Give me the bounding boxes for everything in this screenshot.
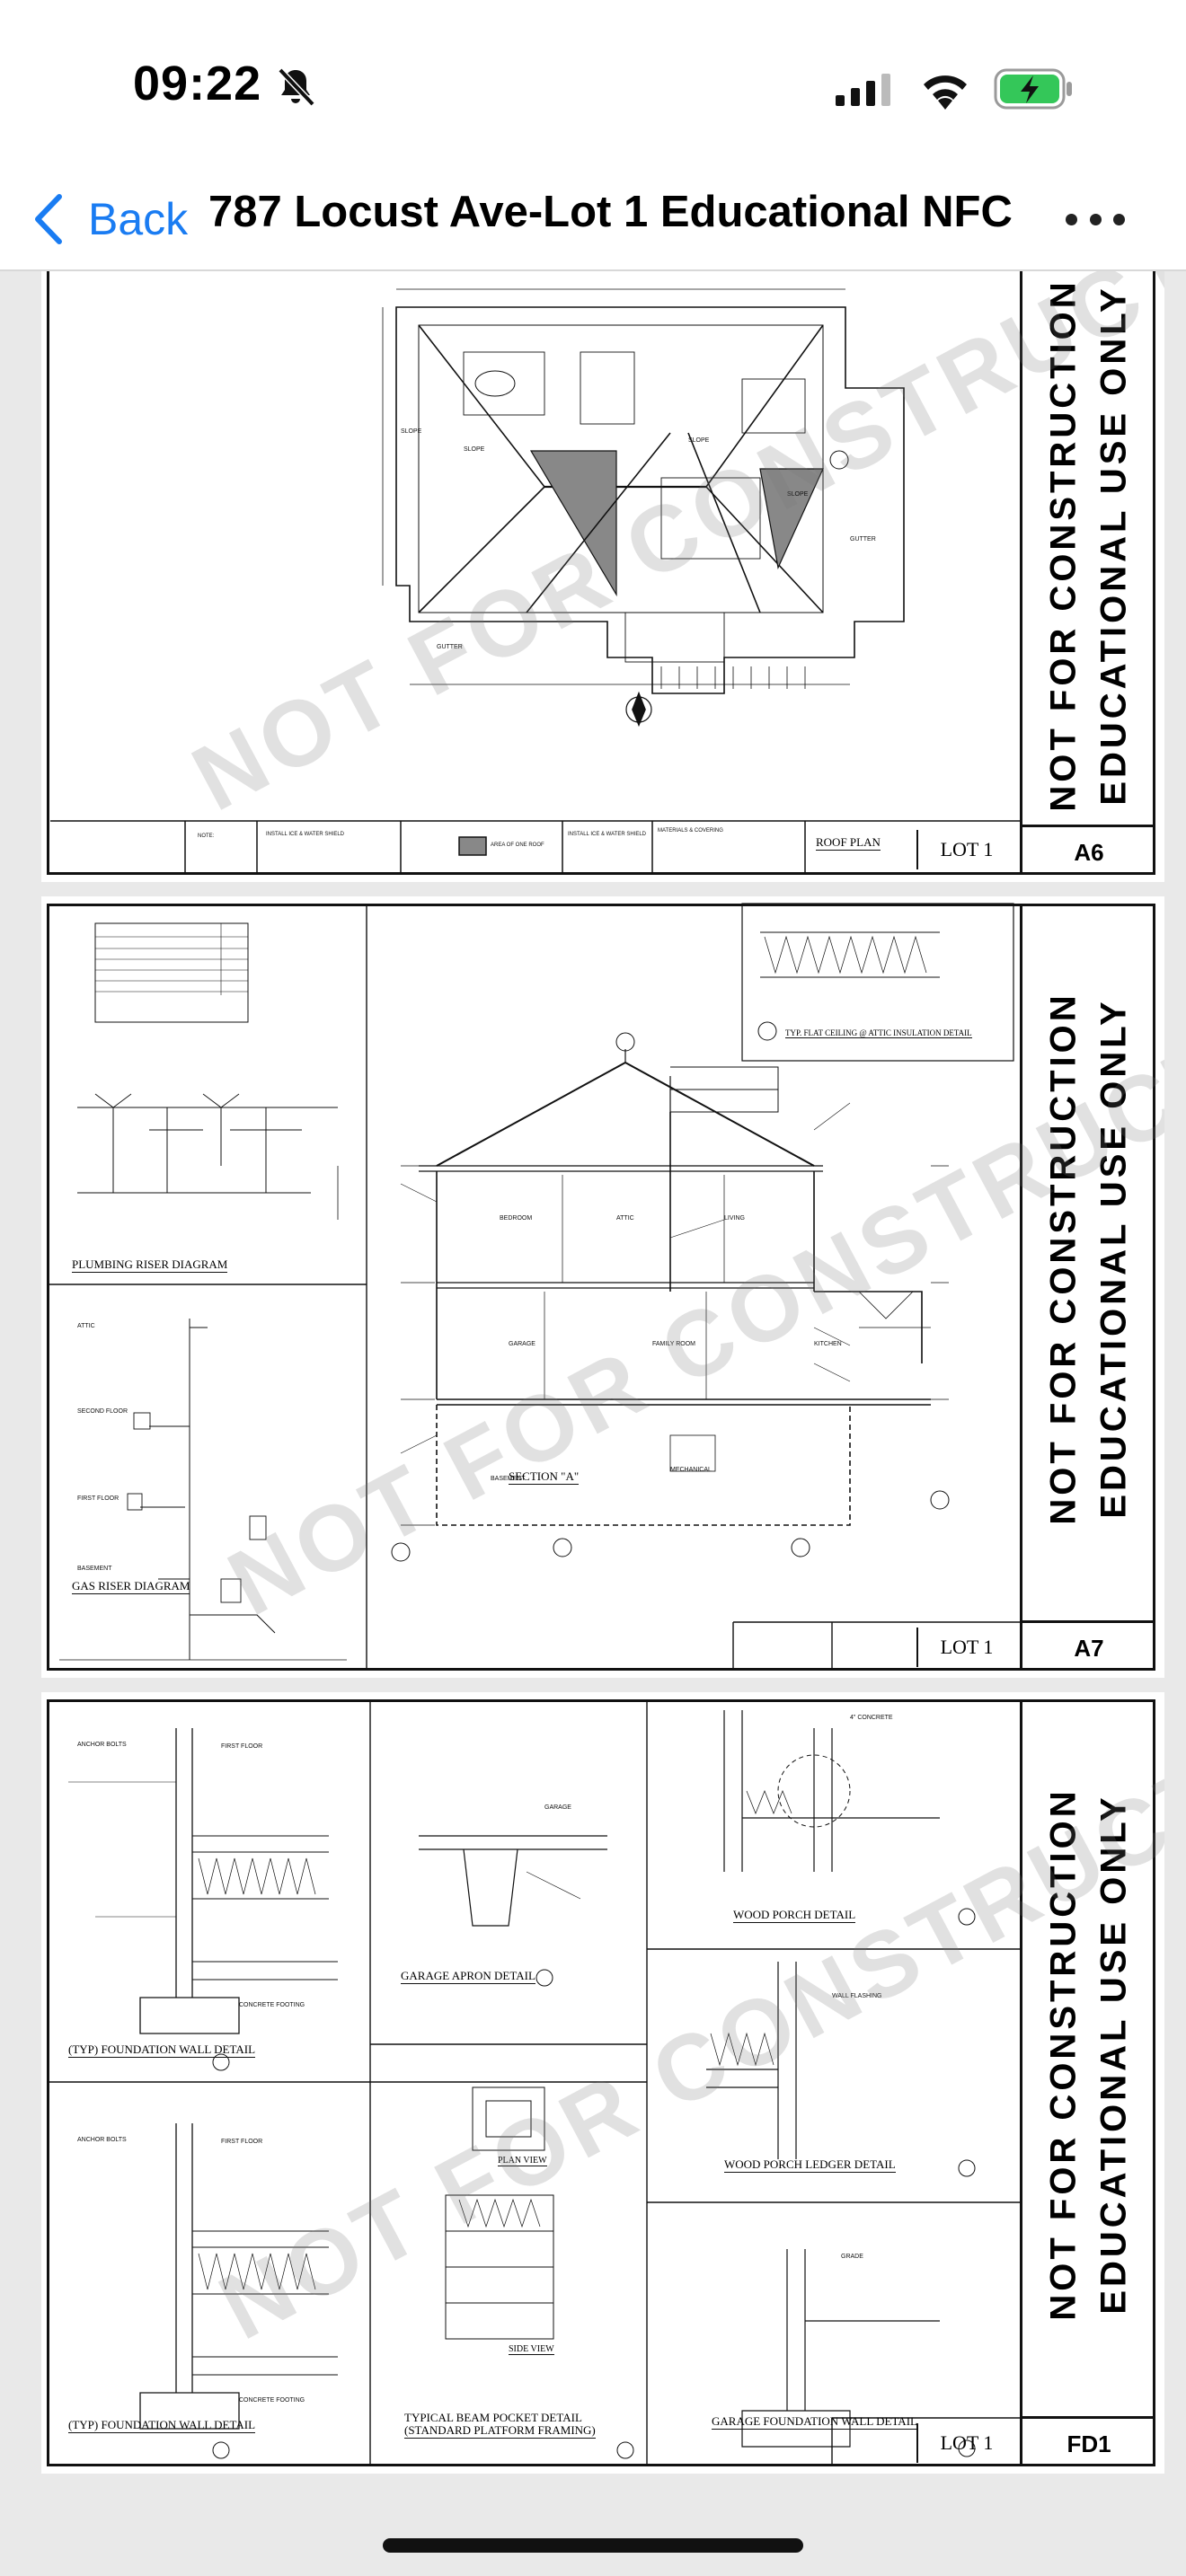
drawing-subtitle-platform-framing: (STANDARD PLATFORM FRAMING) (404, 2423, 596, 2439)
side-text-not-for-construction: NOT FOR CONSTRUCTION (1044, 278, 1084, 812)
drawing-sheet-a7: BEDROOM ATTIC LIVING GARAGE FAMILY ROOM KITC… (41, 896, 1164, 1678)
sheet-number: A7 (1022, 1620, 1155, 1673)
svg-text:FIRST FLOOR: FIRST FLOOR (221, 1743, 262, 1750)
more-dot-icon (1089, 213, 1102, 225)
svg-text:ANCHOR BOLTS: ANCHOR BOLTS (77, 1742, 127, 1748)
drawing-sheet-fd1: FIRST FLOOR FIRST FLOOR ANCHOR BOLTS ANCHO… (41, 1692, 1164, 2474)
roof-plan-drawing: SLOPE SLOPE SLOPE SLOPE GUTTER GUTTER NOTE:… (50, 288, 1022, 875)
foundation-details-drawing: FIRST FLOOR FIRST FLOOR ANCHOR BOLTS ANCHO… (47, 1699, 1022, 2466)
drawing-title-wood-porch-ledger: WOOD PORCH LEDGER DETAIL (724, 2157, 896, 2173)
section-sheet-drawing: BEDROOM ATTIC LIVING GARAGE FAMILY ROOM KITC… (47, 903, 1022, 1671)
drawing-title-foundation-wall-bottom: (TYP) FOUNDATION WALL DETAIL (68, 2418, 256, 2433)
sheet-border (47, 271, 1155, 875)
drawing-title-wood-porch: WOOD PORCH DETAIL (733, 1908, 856, 1923)
svg-text:GARAGE: GARAGE (544, 1804, 571, 1811)
sheet-number: A6 (1022, 825, 1155, 878)
svg-text:ATTIC: ATTIC (616, 1215, 634, 1222)
svg-text:NOTE:: NOTE: (198, 834, 215, 839)
svg-text:CONCRETE FOOTING: CONCRETE FOOTING (239, 2002, 305, 2008)
side-text-educational-use: EDUCATIONAL USE ONLY (1094, 998, 1134, 1519)
svg-text:SECOND FLOOR: SECOND FLOOR (77, 1408, 128, 1415)
more-dot-icon (1066, 213, 1077, 225)
drawing-title-section-a: SECTION "A" (509, 1469, 580, 1485)
status-bar: 09:22 (0, 0, 1186, 171)
drawing-label-side-view: SIDE VIEW (509, 2344, 554, 2355)
drawing-title-foundation-wall-top: (TYP) FOUNDATION WALL DETAIL (68, 2042, 256, 2058)
more-options-button[interactable] (1066, 201, 1125, 237)
drawing-sheet-a6: SLOPE SLOPE SLOPE SLOPE GUTTER GUTTER NOTE:… (41, 271, 1164, 882)
svg-text:BASEMENT: BASEMENT (491, 1476, 526, 1482)
svg-text:LIVING: LIVING (724, 1215, 745, 1222)
svg-text:SLOPE: SLOPE (401, 428, 422, 435)
cellular-signal-icon (836, 74, 890, 106)
svg-text:CONCRETE FOOTING: CONCRETE FOOTING (239, 2397, 305, 2404)
side-text-educational-use: EDUCATIONAL USE ONLY (1094, 1794, 1134, 2315)
svg-text:GUTTER: GUTTER (850, 536, 876, 543)
drawing-title-beam-pocket: TYPICAL BEAM POCKET DETAIL (404, 2411, 582, 2424)
status-time: 09:22 (133, 57, 262, 110)
drawing-title-garage-foundation-wall: GARAGE FOUNDATION WALL DETAIL (712, 2414, 917, 2430)
svg-text:KITCHEN: KITCHEN (814, 1341, 842, 1347)
drawing-title-flat-ceiling-detail: TYP. FLAT CEILING @ ATTIC INSULATION DET… (785, 1028, 972, 1038)
svg-text:AREA OF ONE ROOF: AREA OF ONE ROOF (491, 842, 544, 848)
svg-text:BEDROOM: BEDROOM (500, 1215, 532, 1222)
svg-text:MECHANICAL: MECHANICAL (670, 1467, 712, 1473)
wifi-icon (924, 75, 967, 110)
svg-text:SLOPE: SLOPE (464, 446, 485, 453)
svg-text:SLOPE: SLOPE (688, 437, 710, 444)
back-label: Back (88, 194, 189, 244)
svg-text:SLOPE: SLOPE (787, 491, 809, 498)
svg-text:4" CONCRETE: 4" CONCRETE (850, 1715, 893, 1721)
lot-label: LOT 1 (916, 1628, 1015, 1667)
battery-charging-icon (994, 68, 1072, 110)
svg-text:GRADE: GRADE (841, 2254, 863, 2260)
side-text-educational-use: EDUCATIONAL USE ONLY (1094, 285, 1134, 806)
svg-text:ATTIC: ATTIC (77, 1323, 95, 1329)
side-text-not-for-construction: NOT FOR CONSTRUCTION (1044, 992, 1084, 1525)
drawing-label-plan-view: PLAN VIEW (498, 2156, 547, 2166)
lot-label: LOT 1 (916, 830, 1015, 869)
chevron-left-icon (35, 194, 62, 244)
sheet-border (47, 904, 1155, 1671)
sheet-number: FD1 (1022, 2416, 1155, 2469)
drawing-title-garage-apron: GARAGE APRON DETAIL (401, 1969, 535, 1984)
svg-text:INSTALL ICE & WATER SHIELD: INSTALL ICE & WATER SHIELD (266, 832, 345, 837)
bell-slash-icon (278, 67, 315, 107)
svg-text:GARAGE: GARAGE (509, 1341, 535, 1347)
svg-text:ANCHOR BOLTS: ANCHOR BOLTS (77, 2137, 127, 2143)
svg-text:FIRST FLOOR: FIRST FLOOR (77, 1495, 119, 1502)
navigation-bar: Back 787 Locust Ave-Lot 1 Educational NF… (0, 171, 1186, 271)
svg-text:FIRST FLOOR: FIRST FLOOR (221, 2139, 262, 2145)
svg-text:GUTTER: GUTTER (437, 644, 463, 650)
svg-text:WALL FLASHING: WALL FLASHING (832, 1993, 882, 1999)
home-indicator[interactable] (383, 2538, 803, 2553)
drawing-title-roof-plan: ROOF PLAN (816, 835, 881, 851)
more-dot-icon (1113, 213, 1125, 225)
svg-text:INSTALL ICE & WATER SHIELD: INSTALL ICE & WATER SHIELD (568, 832, 647, 837)
side-text-not-for-construction: NOT FOR CONSTRUCTION (1044, 1787, 1084, 2321)
document-title: 787 Locust Ave-Lot 1 Educational NFC (208, 188, 1013, 236)
back-button[interactable]: Back (32, 183, 188, 255)
svg-text:BASEMENT: BASEMENT (77, 1566, 112, 1572)
drawing-title-gas-riser: GAS RISER DIAGRAM (72, 1579, 190, 1594)
svg-text:FAMILY ROOM: FAMILY ROOM (652, 1341, 695, 1347)
sheet-border (47, 1699, 1155, 2466)
lot-label: LOT 1 (916, 2423, 1015, 2463)
svg-text:MATERIALS & COVERING: MATERIALS & COVERING (658, 828, 723, 834)
drawing-title-plumbing-riser: PLUMBING RISER DIAGRAM (72, 1257, 228, 1273)
